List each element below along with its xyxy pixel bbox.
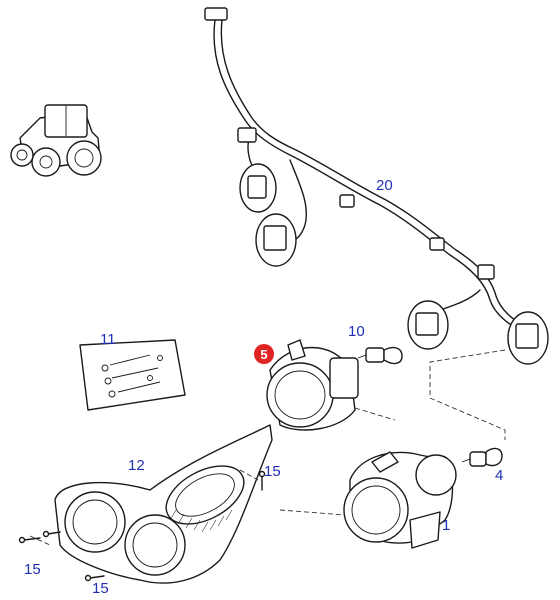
highlight-badge-label: 5 (260, 347, 267, 362)
leader-lines (29, 349, 506, 546)
screw-15a[interactable] (258, 470, 266, 491)
bezel-surround[interactable] (54, 424, 273, 584)
headlamp-unit-1[interactable] (343, 451, 457, 549)
highlight-badge-5[interactable]: 5 (254, 344, 274, 364)
callout-15-left[interactable]: 15 (24, 561, 41, 578)
callout-20[interactable]: 20 (376, 177, 393, 194)
tractor-thumbnail-icon (10, 104, 102, 177)
screw-15b[interactable] (18, 530, 61, 544)
callout-15-upper[interactable]: 15 (264, 463, 281, 480)
headlamp-assembly[interactable] (266, 339, 359, 431)
callout-15-bottom[interactable]: 15 (92, 580, 109, 597)
callout-1[interactable]: 1 (442, 517, 450, 534)
hardware-kit[interactable] (79, 339, 186, 411)
harness-socket-middle[interactable] (255, 213, 297, 267)
screw-15c[interactable] (84, 574, 105, 582)
bulb-10[interactable] (357, 346, 403, 365)
harness-socket-right-2[interactable] (507, 311, 549, 365)
harness-socket-upper-left[interactable] (239, 163, 277, 213)
bulb-4[interactable] (461, 447, 503, 467)
callout-12[interactable]: 12 (128, 457, 145, 474)
callout-11[interactable]: 11 (100, 331, 116, 348)
harness-socket-right-1[interactable] (407, 300, 449, 350)
callout-10[interactable]: 10 (348, 323, 365, 340)
callout-4[interactable]: 4 (495, 467, 503, 484)
